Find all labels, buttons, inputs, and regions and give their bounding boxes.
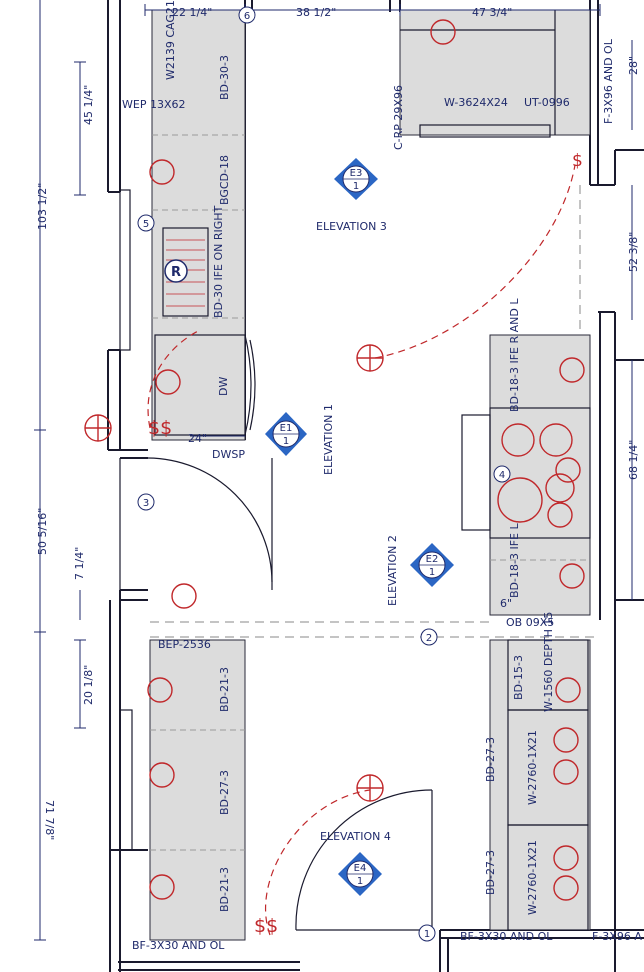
label-w3624: W-3624X24 [444, 96, 508, 109]
label-bd273-b: BD-27-3 [484, 737, 497, 782]
marker-2: 2 [426, 633, 432, 644]
switch-double-symbol: $$ [148, 417, 172, 439]
dim-left-3: 50 5/16" [36, 508, 49, 555]
label-bd273-c: BD-27-3 [484, 850, 497, 895]
tag-e3-sheet: 1 [353, 181, 359, 192]
dim-left-4: 7 1/4" [73, 547, 86, 580]
label-bgcd18: BGCD-18 [218, 155, 231, 205]
elevation-tag-e2[interactable]: E2 1 [410, 543, 454, 587]
label-f3x96-bottom: F-3X96 A [592, 930, 642, 943]
label-bd213-a: BD-21-3 [218, 667, 231, 712]
fridge-symbol: R [171, 265, 181, 280]
fixtures: $ $$ $$ [84, 19, 585, 937]
label-bd183-l: BD-18-3 IFE L [508, 523, 521, 598]
numbered-markers: 1 2 3 4 5 6 [137, 6, 511, 942]
elevation-tag-e1[interactable]: E1 1 [265, 412, 307, 456]
dim-inner-1: 24" [188, 432, 207, 445]
tag-e2-sheet: 1 [429, 567, 435, 578]
elevation-2-label: ELEVATION 2 [386, 535, 399, 606]
dimension-lines [34, 0, 633, 941]
marker-4: 4 [499, 470, 505, 481]
cabinet-labels: W2139 CAG21 BD-30-3 WEP 13X62 BGCD-18 BD… [122, 0, 642, 952]
label-crp: C-RP 29X96 [392, 85, 405, 150]
dim-right-3: 68 1/4" [627, 440, 640, 480]
tag-e1-sheet: 1 [283, 436, 289, 447]
dimension-labels: 22 1/4" 38 1/2" 47 3/4" 45 1/4" 103 1/2"… [36, 6, 640, 840]
label-bd273-a: BD-27-3 [218, 770, 231, 815]
switch-symbol: $ [572, 151, 583, 171]
label-bd213-b: BD-21-3 [218, 867, 231, 912]
elevation-labels: ELEVATION 3 ELEVATION 1 ELEVATION 2 ELEV… [316, 220, 399, 843]
marker-3: 3 [143, 498, 149, 509]
dim-left-1: 45 1/4" [82, 85, 95, 125]
elevation-tag-e3[interactable]: E3 1 [334, 158, 378, 200]
dim-top-3: 47 3/4" [472, 6, 512, 19]
marker-6: 6 [244, 11, 250, 22]
label-w2760-a: W-2760-1X21 [526, 730, 539, 805]
label-w2139-text: W2139 CAG21 [164, 0, 177, 80]
switch-double-symbol-bottom: $$ [254, 915, 278, 937]
tag-e4-sheet: 1 [357, 876, 363, 887]
label-bf-right: BF-3X30 AND OL [460, 930, 553, 943]
tag-e3-code: E3 [350, 168, 363, 179]
doors [119, 457, 433, 931]
dim-right-1: 28" [627, 56, 640, 75]
elevation-tag-e4[interactable]: E4 1 [338, 852, 382, 896]
dim-top-2: 38 1/2" [296, 6, 336, 19]
elevation-3-label: ELEVATION 3 [316, 220, 387, 233]
dim-left-5: 20 1/8" [82, 665, 95, 705]
elevation-4-label: ELEVATION 4 [320, 830, 391, 843]
label-dwsp: DWSP [212, 448, 245, 461]
tag-e2-code: E2 [426, 554, 439, 565]
dim-left-2: 103 1/2" [36, 183, 49, 230]
label-bd30: BD-30 IFE ON RIGHT [212, 205, 225, 318]
label-f3x96-top: F-3X96 AND OL [602, 38, 615, 124]
label-bf-left: BF-3X30 AND OL [132, 939, 225, 952]
dim-top-1: 22 1/4" [172, 6, 212, 19]
marker-1: 1 [424, 929, 430, 940]
label-bd153: BD-15-3 [512, 655, 525, 700]
fridge-box [162, 227, 209, 317]
label-bd183-r: BD-18-3 IFE R AND L [508, 298, 521, 412]
label-w2139: W2139 CAG21 [164, 0, 177, 80]
label-ut: UT-0996 [524, 96, 570, 109]
dashed-guides [150, 185, 600, 638]
elevation-1-label: ELEVATION 1 [322, 404, 335, 475]
dim-left-6: 71 7/8" [43, 800, 56, 840]
label-w1560: W-1560 DEPTH 15 [542, 612, 555, 712]
label-ob: OB 09X5 [506, 616, 554, 629]
label-w2760-b: W-2760-1X21 [526, 840, 539, 915]
tag-e1-code: E1 [280, 423, 293, 434]
dim-right-2: 52 3/8" [627, 232, 640, 272]
label-wep: WEP 13X62 [122, 98, 186, 111]
label-bep: BEP-2536 [158, 638, 211, 651]
tag-e4-code: E4 [354, 863, 367, 874]
marker-5: 5 [143, 219, 149, 230]
cooktop-burners [497, 423, 575, 528]
label-dw: DW [217, 377, 230, 396]
dim-inner-2: 6" [500, 597, 512, 610]
label-bd303: BD-30-3 [218, 55, 231, 100]
